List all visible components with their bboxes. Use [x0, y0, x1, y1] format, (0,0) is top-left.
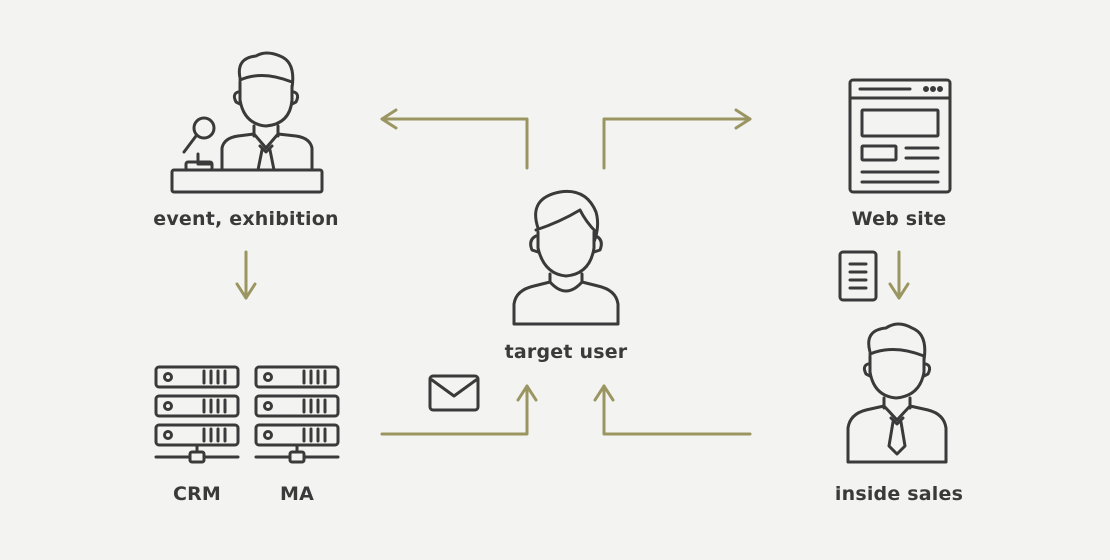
event-exhibition-label: event, exhibition: [153, 208, 339, 230]
arrow-website-to-inside-sales: [888, 250, 910, 300]
user-icon: [512, 189, 620, 326]
businessman-icon: [846, 322, 948, 464]
speaker-podium-icon: [170, 51, 324, 194]
ma-server-icon: [254, 365, 340, 464]
envelope-icon: [428, 374, 480, 412]
arrow-target-to-event: [380, 108, 529, 170]
crm-server-icon: [154, 365, 240, 464]
target-user-label: target user: [504, 341, 628, 363]
document-icon: [838, 250, 878, 302]
crm-label: CRM: [172, 483, 222, 505]
browser-window-icon: [848, 78, 952, 194]
arrow-inside-sales-to-target: [593, 384, 752, 436]
ma-label: MA: [279, 483, 315, 505]
website-label: Web site: [851, 208, 947, 230]
arrow-crm-to-target: [380, 384, 538, 436]
arrow-target-to-website: [602, 108, 752, 170]
arrow-event-to-crm: [235, 250, 257, 300]
inside-sales-label: inside sales: [834, 483, 964, 505]
